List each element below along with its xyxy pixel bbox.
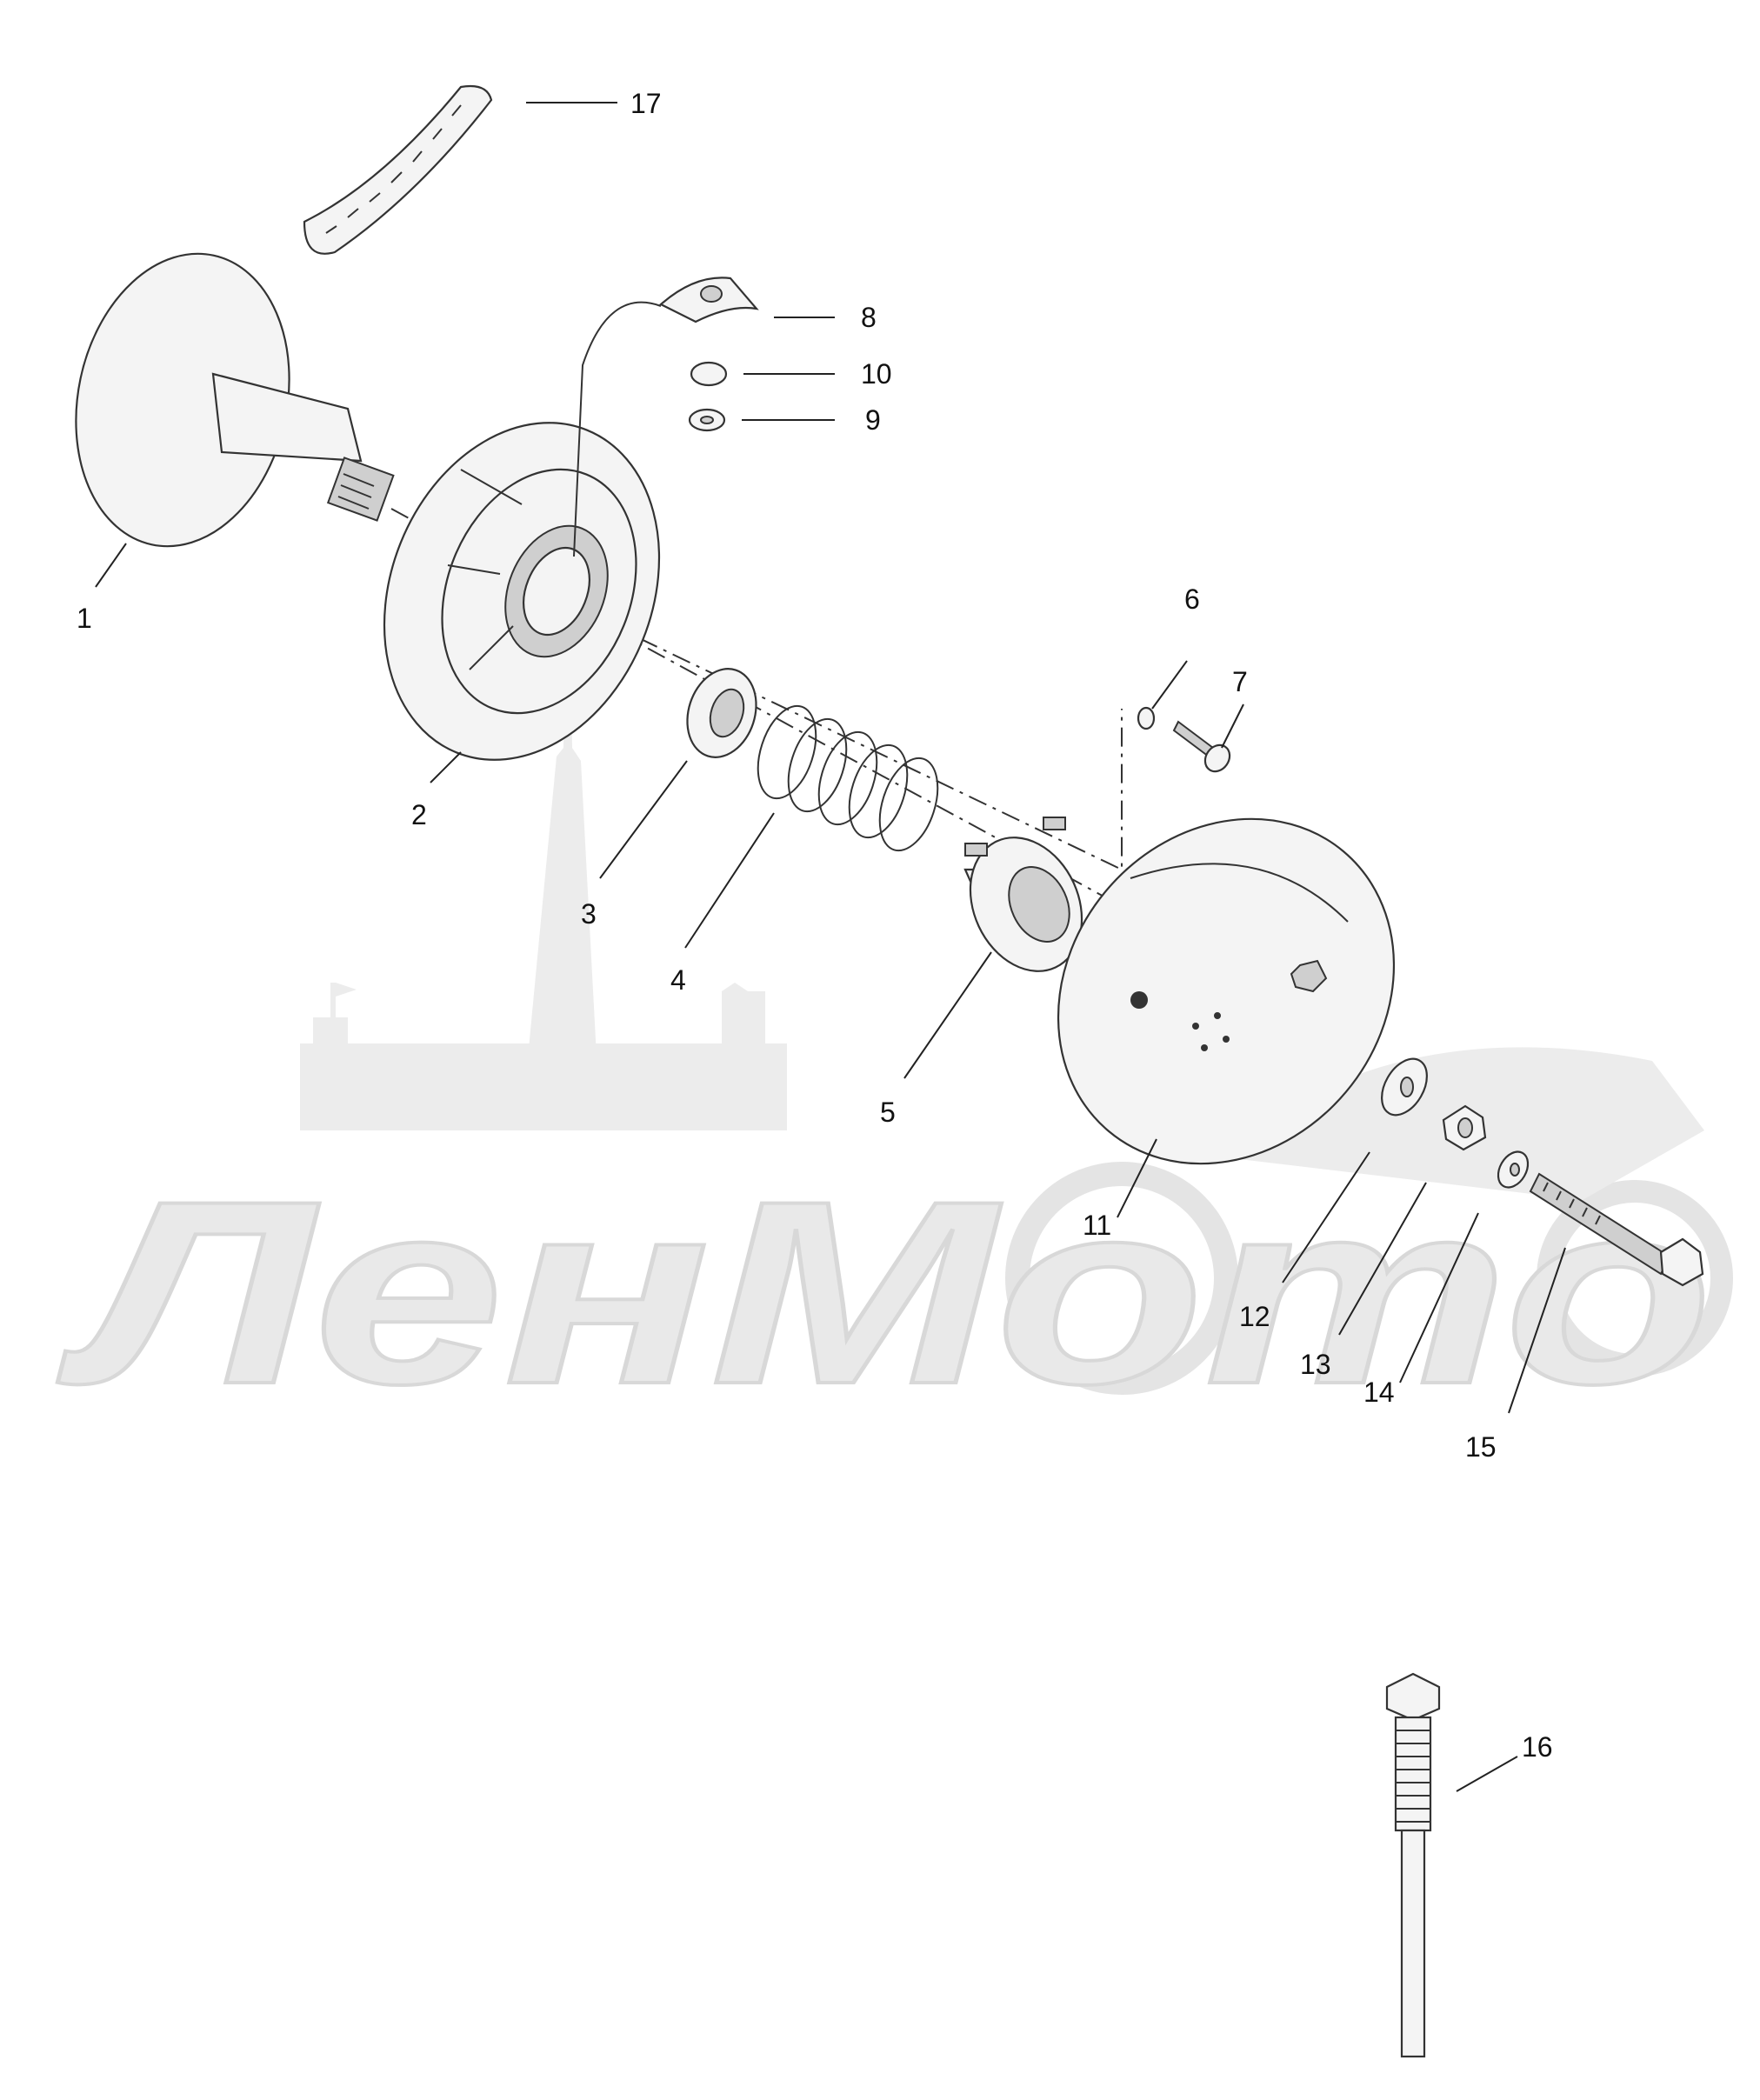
part-4-spring: [757, 704, 939, 852]
part-6-washer: [1137, 706, 1156, 730]
callout-8: 8: [861, 302, 877, 333]
part-9-washer: [688, 408, 726, 432]
part-3-spring-seat: [686, 668, 757, 758]
part-10-washer: [690, 361, 728, 387]
callout-5: 5: [880, 1097, 896, 1128]
callout-labels: 1 2 3 4 5 6 7 8 9 10 11 12 13 14 15 16 1…: [77, 88, 1553, 1763]
callout-14: 14: [1363, 1377, 1395, 1408]
callout-12: 12: [1239, 1301, 1270, 1332]
callout-11: 11: [1083, 1210, 1111, 1241]
callout-10: 10: [861, 358, 892, 390]
callout-15: 15: [1465, 1431, 1497, 1463]
part-13-nut: [1442, 1104, 1487, 1151]
callout-6: 6: [1184, 583, 1200, 615]
part-11-cover: [1057, 817, 1396, 1165]
part-8-slider: [573, 277, 759, 557]
callout-17: 17: [630, 88, 662, 119]
callout-16: 16: [1522, 1731, 1553, 1763]
part-17-belt: [303, 84, 493, 255]
leader-lines: [95, 102, 1566, 1792]
part-7-screw: [1172, 720, 1231, 773]
callout-2: 2: [411, 799, 427, 830]
part-15-bolt: [1529, 1172, 1704, 1287]
watermark-skyline-icon: [300, 557, 787, 1130]
part-14-washer: [1497, 1150, 1530, 1189]
part-1-fixed-sheave: [75, 252, 395, 548]
watermark: ЛенМото: [55, 557, 1733, 1440]
part-2-movable-sheave: [383, 422, 661, 761]
callout-9: 9: [865, 404, 881, 436]
callout-13: 13: [1300, 1349, 1331, 1380]
callout-3: 3: [581, 898, 597, 930]
callout-1: 1: [77, 603, 92, 634]
callout-7: 7: [1232, 666, 1248, 697]
part-12-washer: [1381, 1057, 1428, 1117]
part-5-spider: [963, 817, 1083, 972]
watermark-text: ЛенМото: [57, 1146, 1713, 1438]
part-16-bolt: [1385, 1672, 1441, 2058]
callout-4: 4: [670, 964, 686, 996]
